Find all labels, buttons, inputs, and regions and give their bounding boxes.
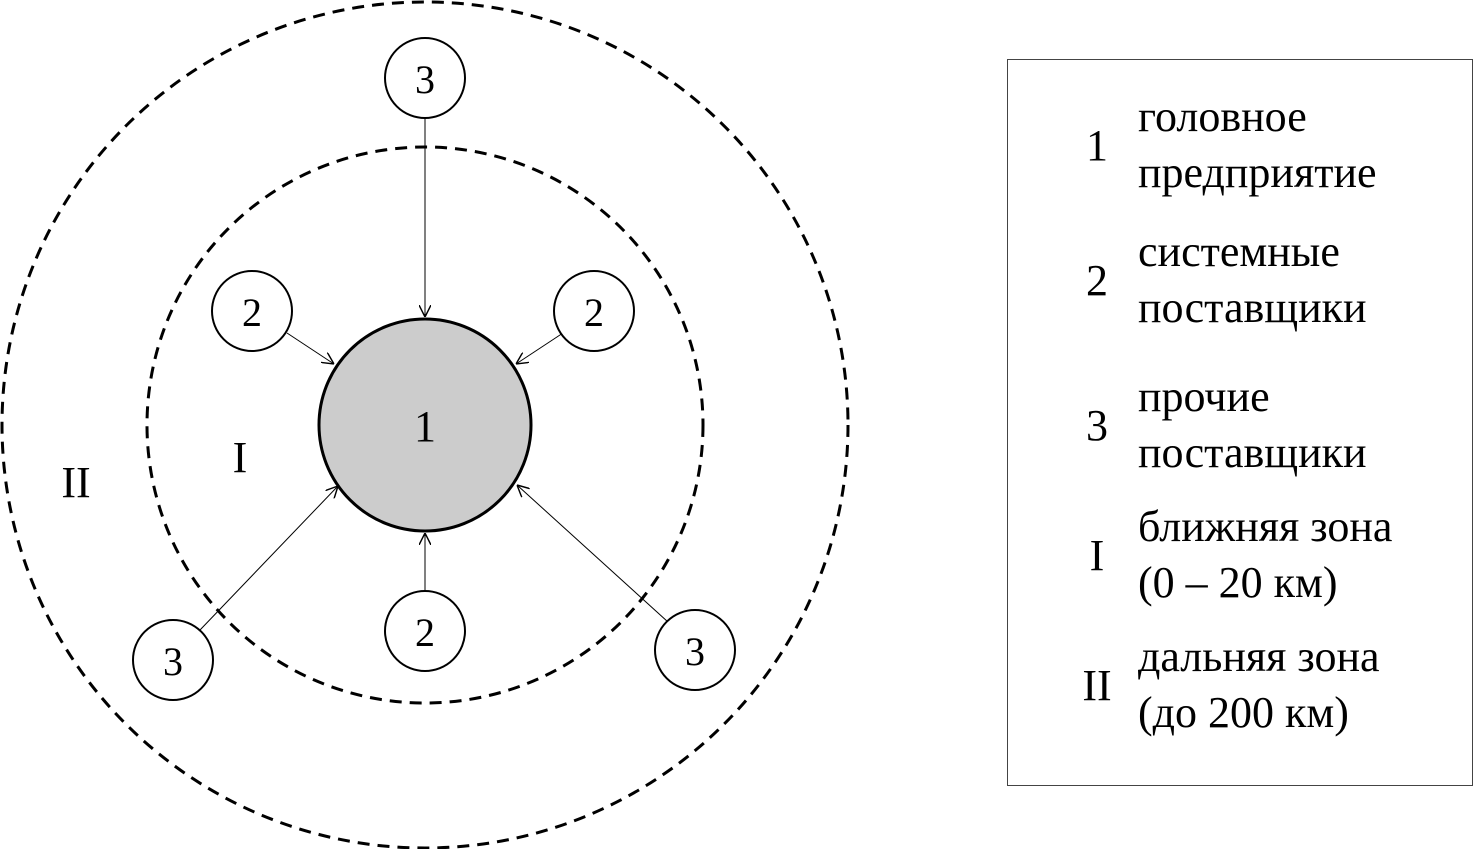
legend-desc-line: (до 200 км) <box>1138 688 1349 737</box>
system-supplier-node: 2 <box>384 590 466 672</box>
legend-desc-line: головное <box>1138 92 1307 141</box>
svg-text:3: 3 <box>685 629 705 674</box>
legend-desc-line: дальняя зона <box>1138 632 1380 681</box>
legend-key: 3 <box>1086 400 1108 450</box>
other-supplier-node: 3 <box>132 619 214 701</box>
legend-item-other-suppliers: 3 прочие поставщики <box>1008 365 1472 485</box>
legend-desc-line: поставщики <box>1138 428 1367 477</box>
legend-description: прочие поставщики <box>1138 365 1468 485</box>
supplier-zones-diagram: II I 1 2 2 2 3 3 3 <box>0 0 850 849</box>
legend-desc-line: (0 – 20 км) <box>1138 558 1338 607</box>
legend-description: системные поставщики <box>1138 220 1468 340</box>
head-enterprise-node: 1 <box>317 317 533 533</box>
arrow-right-2-to-1 <box>516 332 564 364</box>
system-supplier-node: 2 <box>211 270 293 352</box>
system-supplier-node: 2 <box>553 270 635 352</box>
arrow-left-2-to-1 <box>286 332 334 364</box>
svg-text:2: 2 <box>242 290 262 335</box>
legend-item-near-zone: I ближняя зона (0 – 20 км) <box>1008 495 1472 615</box>
legend-description: дальняя зона (до 200 км) <box>1138 625 1468 745</box>
legend-desc-line: ближняя зона <box>1138 502 1393 551</box>
arrow-bottom-right-3-to-1 <box>517 485 669 623</box>
other-supplier-node: 3 <box>384 37 466 119</box>
legend-desc-line: системные <box>1138 227 1340 276</box>
legend-key: 1 <box>1086 120 1108 170</box>
legend-key: I <box>1089 530 1105 580</box>
legend-description: ближняя зона (0 – 20 км) <box>1138 495 1468 615</box>
near-zone-label: I <box>233 433 248 482</box>
legend-desc-line: поставщики <box>1138 283 1367 332</box>
svg-text:2: 2 <box>584 290 604 335</box>
far-zone-boundary <box>0 0 850 849</box>
head-enterprise-label: 1 <box>414 402 436 451</box>
legend-description: головное предприятие <box>1138 85 1468 205</box>
legend-desc-line: предприятие <box>1138 148 1377 197</box>
legend-key: 2 <box>1086 255 1108 305</box>
legend-item-head-enterprise: 1 головное предприятие <box>1008 85 1472 205</box>
legend-key: II <box>1082 660 1112 710</box>
legend-desc-line: прочие <box>1138 372 1270 421</box>
arrow-bottom-left-3-to-1 <box>199 486 338 631</box>
svg-text:3: 3 <box>415 57 435 102</box>
far-zone-label: II <box>61 458 90 507</box>
legend-item-far-zone: II дальняя зона (до 200 км) <box>1008 625 1472 745</box>
svg-text:2: 2 <box>415 610 435 655</box>
other-supplier-node: 3 <box>654 609 736 691</box>
svg-text:3: 3 <box>163 639 183 684</box>
legend-item-system-suppliers: 2 системные поставщики <box>1008 220 1472 340</box>
legend-box: 1 головное предприятие 2 системные поста… <box>1007 59 1473 786</box>
